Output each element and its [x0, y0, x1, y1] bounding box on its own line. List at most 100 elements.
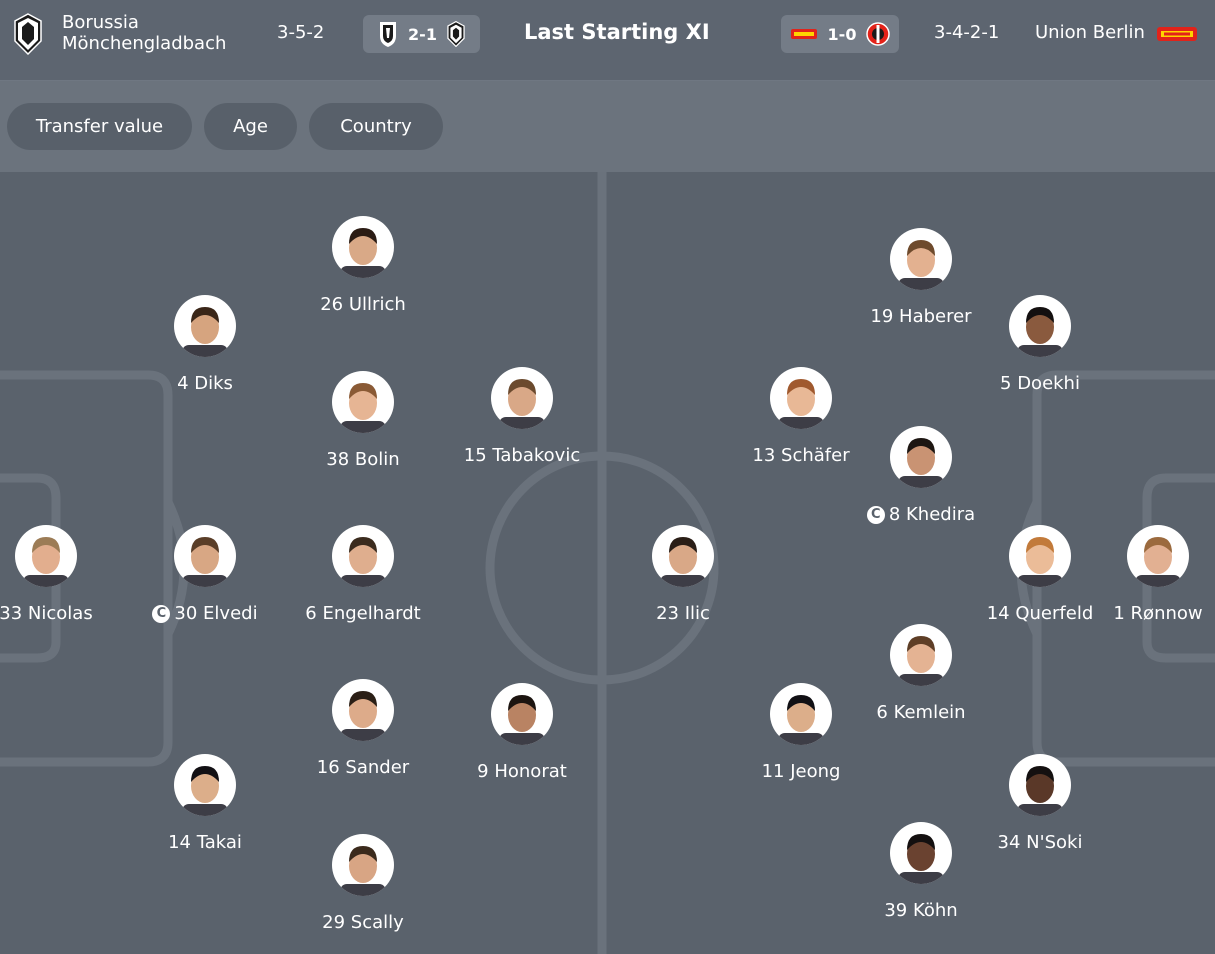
player-name: 14 Querfeld: [986, 603, 1094, 624]
player-photo: [1009, 295, 1071, 357]
player-name: 34 N'Soki: [997, 832, 1083, 853]
player-photo: [174, 754, 236, 816]
player-scally[interactable]: 29 Scally: [273, 834, 453, 933]
player-photo: [332, 371, 394, 433]
player-face: [898, 240, 944, 290]
away-team-name[interactable]: Union Berlin: [1035, 22, 1145, 43]
player-kemlein[interactable]: 6 Kemlein: [831, 624, 1011, 723]
player-photo: [174, 295, 236, 357]
home-team-name-line1: Borussia: [62, 12, 139, 33]
player-name: 39 Köhn: [884, 900, 958, 921]
player-photo: [770, 683, 832, 745]
player-face: [182, 766, 228, 816]
player-face: [898, 636, 944, 686]
transfer-value-filter-button[interactable]: Transfer value: [7, 103, 192, 150]
player-name: 5 Doekhi: [1000, 373, 1080, 394]
union-berlin-crest-icon[interactable]: [1156, 25, 1198, 43]
away-last-score: 1-0: [827, 24, 857, 44]
player-photo: [1009, 525, 1071, 587]
player-name: 13 Schäfer: [752, 445, 850, 466]
home-last-score: 2-1: [408, 24, 437, 44]
away-last-match-result[interactable]: 1-0: [781, 15, 899, 53]
home-team-name-line2: Mönchengladbach: [62, 33, 227, 54]
player-jeong[interactable]: 11 Jeong: [711, 683, 891, 782]
player-face: [1017, 537, 1063, 587]
player-sander[interactable]: 16 Sander: [273, 679, 453, 778]
player-face: [340, 691, 386, 741]
player-bolin[interactable]: 38 Bolin: [273, 371, 453, 470]
player-face: [778, 379, 824, 429]
player-honorat[interactable]: 9 Honorat: [432, 683, 612, 782]
filter-bar: Transfer value Age Country: [0, 81, 1215, 172]
player-face: [778, 695, 824, 745]
player-face: [898, 438, 944, 488]
player-face: [1135, 537, 1181, 587]
player-name: 14 Takai: [168, 832, 242, 853]
player-nsoki[interactable]: 34 N'Soki: [950, 754, 1130, 853]
player-name: 30 Elvedi: [174, 603, 258, 624]
player-photo: [652, 525, 714, 587]
player-name: 33 Nicolas: [0, 603, 93, 624]
player-name: 29 Scally: [322, 912, 404, 933]
player-face: [340, 846, 386, 896]
player-photo: [890, 228, 952, 290]
borussia-small-crest-icon: [447, 21, 465, 47]
leverkusen-crest-icon: [866, 22, 891, 46]
player-name: 15 Tabakovic: [463, 445, 581, 466]
player-photo: [770, 367, 832, 429]
player-name: 8 Khedira: [888, 504, 976, 525]
age-filter-button[interactable]: Age: [204, 103, 297, 150]
country-filter-button[interactable]: Country: [309, 103, 443, 150]
player-ronnow[interactable]: 1 Rønnow: [1068, 525, 1215, 624]
player-name: 16 Sander: [316, 757, 410, 778]
home-last-match-result[interactable]: 2-1: [363, 15, 480, 53]
player-photo: [1127, 525, 1189, 587]
union-berlin-small-crest-icon: [790, 29, 817, 39]
player-photo: [332, 216, 394, 278]
player-name: 1 Rønnow: [1113, 603, 1203, 624]
player-face: [660, 537, 706, 587]
player-face: [499, 379, 545, 429]
page-title: Last Starting XI: [524, 20, 710, 44]
player-photo: [15, 525, 77, 587]
player-face: [499, 695, 545, 745]
player-nicolas[interactable]: 33 Nicolas: [0, 525, 136, 624]
player-name: 38 Bolin: [326, 449, 400, 470]
player-photo: [890, 624, 952, 686]
player-engelhardt[interactable]: 6 Engelhardt: [273, 525, 453, 624]
player-doekhi[interactable]: 5 Doekhi: [950, 295, 1130, 394]
borussia-crest-icon[interactable]: [14, 13, 42, 55]
player-haberer[interactable]: 19 Haberer: [831, 228, 1011, 327]
player-takai[interactable]: 14 Takai: [115, 754, 295, 853]
player-ilic[interactable]: 23 Ilic: [593, 525, 773, 624]
player-photo: [890, 426, 952, 488]
player-photo: [491, 367, 553, 429]
player-face: [340, 383, 386, 433]
player-name: 23 Ilic: [656, 603, 710, 624]
player-face: [182, 307, 228, 357]
player-face: [182, 537, 228, 587]
player-diks[interactable]: 4 Diks: [115, 295, 295, 394]
player-kohn[interactable]: 39 Köhn: [831, 822, 1011, 921]
player-name: 6 Kemlein: [876, 702, 966, 723]
pitch-lines: [0, 172, 1215, 954]
player-photo: [174, 525, 236, 587]
away-formation: 3-4-2-1: [934, 22, 1000, 43]
player-tabakovic[interactable]: 15 Tabakovic: [432, 367, 612, 466]
home-formation: 3-5-2: [277, 22, 325, 43]
player-querfeld[interactable]: 14 Querfeld: [950, 525, 1130, 624]
player-name: 19 Haberer: [870, 306, 972, 327]
home-team-name[interactable]: Borussia Mönchengladbach: [62, 12, 226, 54]
player-schafer[interactable]: 13 Schäfer: [711, 367, 891, 466]
player-ullrich[interactable]: 26 Ullrich: [273, 216, 453, 315]
pitch: 26 Ullrich 4 Diks 38 Bolin 15 Tabakovic …: [0, 172, 1215, 954]
player-photo: [332, 834, 394, 896]
player-name: 6 Engelhardt: [305, 603, 421, 624]
captain-icon: C: [152, 604, 171, 623]
player-face: [898, 834, 944, 884]
player-photo: [332, 679, 394, 741]
player-photo: [1009, 754, 1071, 816]
player-name: 26 Ullrich: [320, 294, 406, 315]
